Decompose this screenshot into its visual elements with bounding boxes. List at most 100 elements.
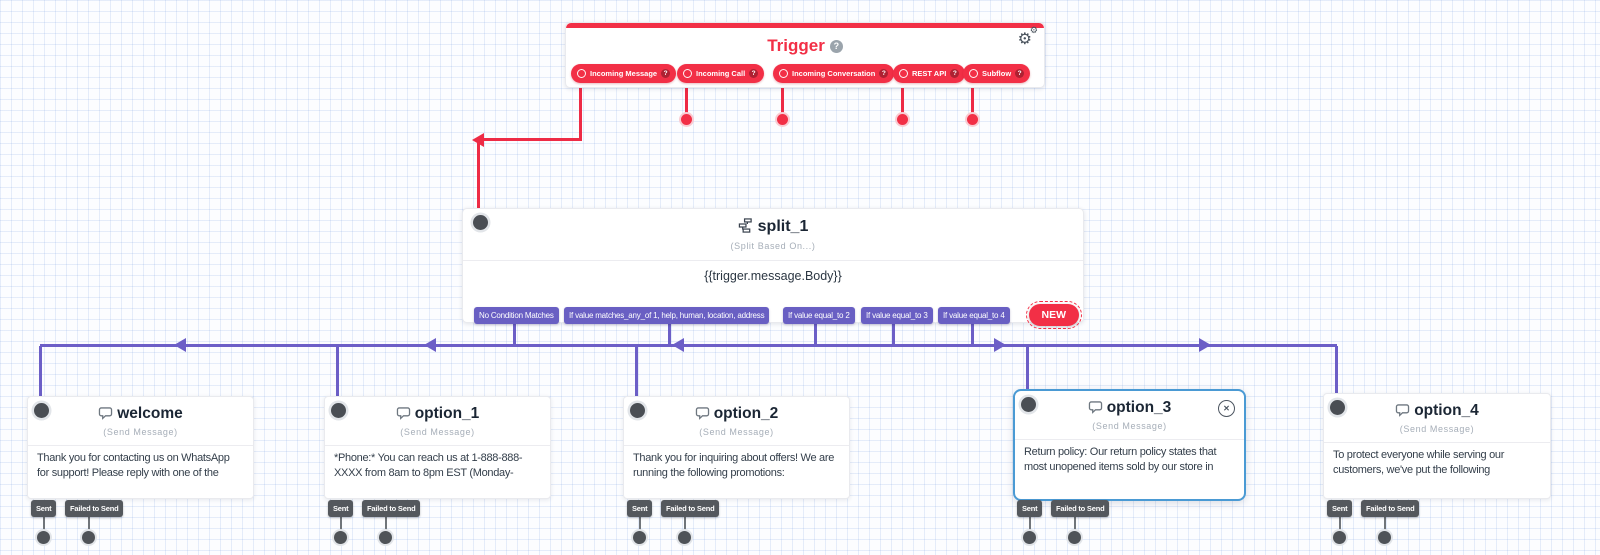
connector-segment — [892, 321, 895, 346]
connector-endpoint-dot[interactable] — [967, 114, 978, 125]
connector-segment — [971, 321, 974, 346]
condition-button-equal-4[interactable]: If value equal_to 4 — [938, 307, 1010, 324]
connector-segment — [1029, 515, 1031, 533]
message-body-preview: Thank you for inquiring about offers! We… — [633, 452, 835, 479]
message-widget-card[interactable]: ✕ option_3 (Send Message) Return policy:… — [1013, 389, 1246, 501]
help-icon[interactable]: ? — [950, 69, 960, 78]
connector-segment — [635, 346, 638, 402]
transition-tag-sent: Sent — [1017, 500, 1043, 517]
widget-type: (Send Message) — [1092, 421, 1167, 431]
connector-segment — [43, 515, 45, 533]
connector-segment — [971, 82, 974, 115]
condition-button-equal-2[interactable]: If value equal_to 2 — [783, 307, 855, 324]
divider — [624, 445, 849, 446]
widget-title: option_4 — [1324, 402, 1550, 420]
connector-endpoint-dot[interactable] — [897, 114, 908, 125]
condition-button-equal-3[interactable]: If value equal_to 3 — [861, 307, 933, 324]
widget-output-dot[interactable] — [82, 531, 95, 544]
radio-icon — [899, 69, 908, 78]
widget-output-dot[interactable] — [1378, 531, 1391, 544]
message-widget-card[interactable]: option_1 (Send Message) *Phone:* You can… — [324, 396, 551, 499]
connector-arrow-icon — [424, 338, 436, 352]
trigger-accent-bar — [566, 23, 1044, 28]
connector-segment — [513, 321, 516, 346]
widget-type: (Send Message) — [103, 427, 178, 437]
transition-tag-failed: Failed to Send — [1361, 500, 1420, 517]
widget-input-dot[interactable] — [1021, 397, 1036, 412]
connector-arrow-icon — [1199, 338, 1211, 352]
widget-input-dot[interactable] — [331, 403, 346, 418]
close-icon[interactable]: ✕ — [1218, 400, 1235, 417]
widget-output-dot[interactable] — [678, 531, 691, 544]
help-icon[interactable]: ? — [749, 69, 759, 78]
chat-bubble-icon — [695, 407, 709, 420]
widget-title: option_2 — [624, 405, 849, 423]
connector-segment — [40, 344, 1337, 347]
message-widget-card[interactable]: option_2 (Send Message) Thank you for in… — [623, 396, 850, 499]
connector-segment — [579, 82, 582, 140]
widget-output-dot[interactable] — [1068, 531, 1081, 544]
divider — [463, 260, 1083, 261]
connector-segment — [1335, 346, 1338, 400]
connector-segment — [1339, 515, 1341, 533]
settings-gear-icon[interactable]: ⚙⚙ — [1017, 25, 1038, 48]
widget-output-dot[interactable] — [37, 531, 50, 544]
trigger-widget[interactable]: Trigger? ⚙⚙ Incoming Message? Incoming C… — [565, 22, 1045, 88]
widget-type: (Send Message) — [699, 427, 774, 437]
widget-output-dot[interactable] — [633, 531, 646, 544]
connector-arrow-icon — [672, 338, 684, 352]
chat-bubble-icon — [99, 407, 113, 420]
radio-icon — [779, 69, 788, 78]
condition-button-matches-any[interactable]: If value matches_any_of 1, help, human, … — [564, 307, 770, 324]
connector-segment — [1074, 515, 1076, 533]
help-icon[interactable]: ? — [1015, 69, 1025, 78]
widget-input-dot[interactable] — [630, 403, 645, 418]
connector-segment — [781, 82, 784, 115]
widget-output-dot[interactable] — [1333, 531, 1346, 544]
connector-arrow-icon — [994, 338, 1006, 352]
message-widget-card[interactable]: option_4 (Send Message) To protect every… — [1323, 393, 1551, 499]
widget-input-dot[interactable] — [473, 215, 488, 230]
split-widget-type: (Split Based On...) — [730, 241, 816, 251]
connector-segment — [340, 515, 342, 533]
trigger-pill-incoming-message[interactable]: Incoming Message? — [571, 64, 677, 83]
widget-output-dot[interactable] — [379, 531, 392, 544]
widget-input-dot[interactable] — [34, 403, 49, 418]
help-icon[interactable]: ? — [879, 69, 889, 78]
split-widget[interactable]: split_1 (Split Based On...) {{trigger.me… — [462, 208, 1084, 330]
widget-output-dot[interactable] — [1023, 531, 1036, 544]
help-icon[interactable]: ? — [661, 69, 671, 78]
help-icon[interactable]: ? — [829, 40, 843, 53]
connector-endpoint-dot[interactable] — [681, 114, 692, 125]
widget-output-dot[interactable] — [334, 531, 347, 544]
new-condition-button[interactable]: NEW — [1025, 300, 1083, 330]
trigger-pill-rest-api[interactable]: REST API? — [893, 64, 966, 83]
transition-tag-sent: Sent — [1327, 500, 1353, 517]
message-body-preview: Return policy: Our return policy states … — [1024, 446, 1217, 473]
widget-title: option_1 — [325, 405, 550, 423]
connector-endpoint-dot[interactable] — [777, 114, 788, 125]
trigger-pill-incoming-call[interactable]: Incoming Call? — [677, 64, 765, 83]
trigger-pill-subflow[interactable]: Subflow? — [963, 64, 1031, 83]
connector-arrow-icon — [174, 338, 186, 352]
connector-segment — [685, 82, 688, 115]
connector-segment — [88, 515, 90, 533]
transition-tag-failed: Failed to Send — [1051, 500, 1110, 517]
condition-button-no-match[interactable]: No Condition Matches — [474, 307, 559, 324]
message-body-preview: To protect everyone while serving our cu… — [1333, 449, 1505, 476]
connector-segment — [668, 321, 671, 346]
widget-title: welcome — [28, 405, 253, 423]
connector-segment — [336, 346, 339, 402]
divider — [325, 445, 550, 446]
connector-segment — [1384, 515, 1386, 533]
connector-segment — [477, 138, 480, 215]
transition-tag-failed: Failed to Send — [661, 500, 720, 517]
message-body-preview: *Phone:* You can reach us at 1-888-888-X… — [334, 452, 523, 479]
connector-segment — [639, 515, 641, 533]
trigger-pill-incoming-conversation[interactable]: Incoming Conversation? — [773, 64, 895, 83]
radio-icon — [577, 69, 586, 78]
split-widget-title: split_1 — [463, 218, 1083, 236]
message-widget-card[interactable]: welcome (Send Message) Thank you for con… — [27, 396, 254, 499]
widget-input-dot[interactable] — [1330, 400, 1345, 415]
